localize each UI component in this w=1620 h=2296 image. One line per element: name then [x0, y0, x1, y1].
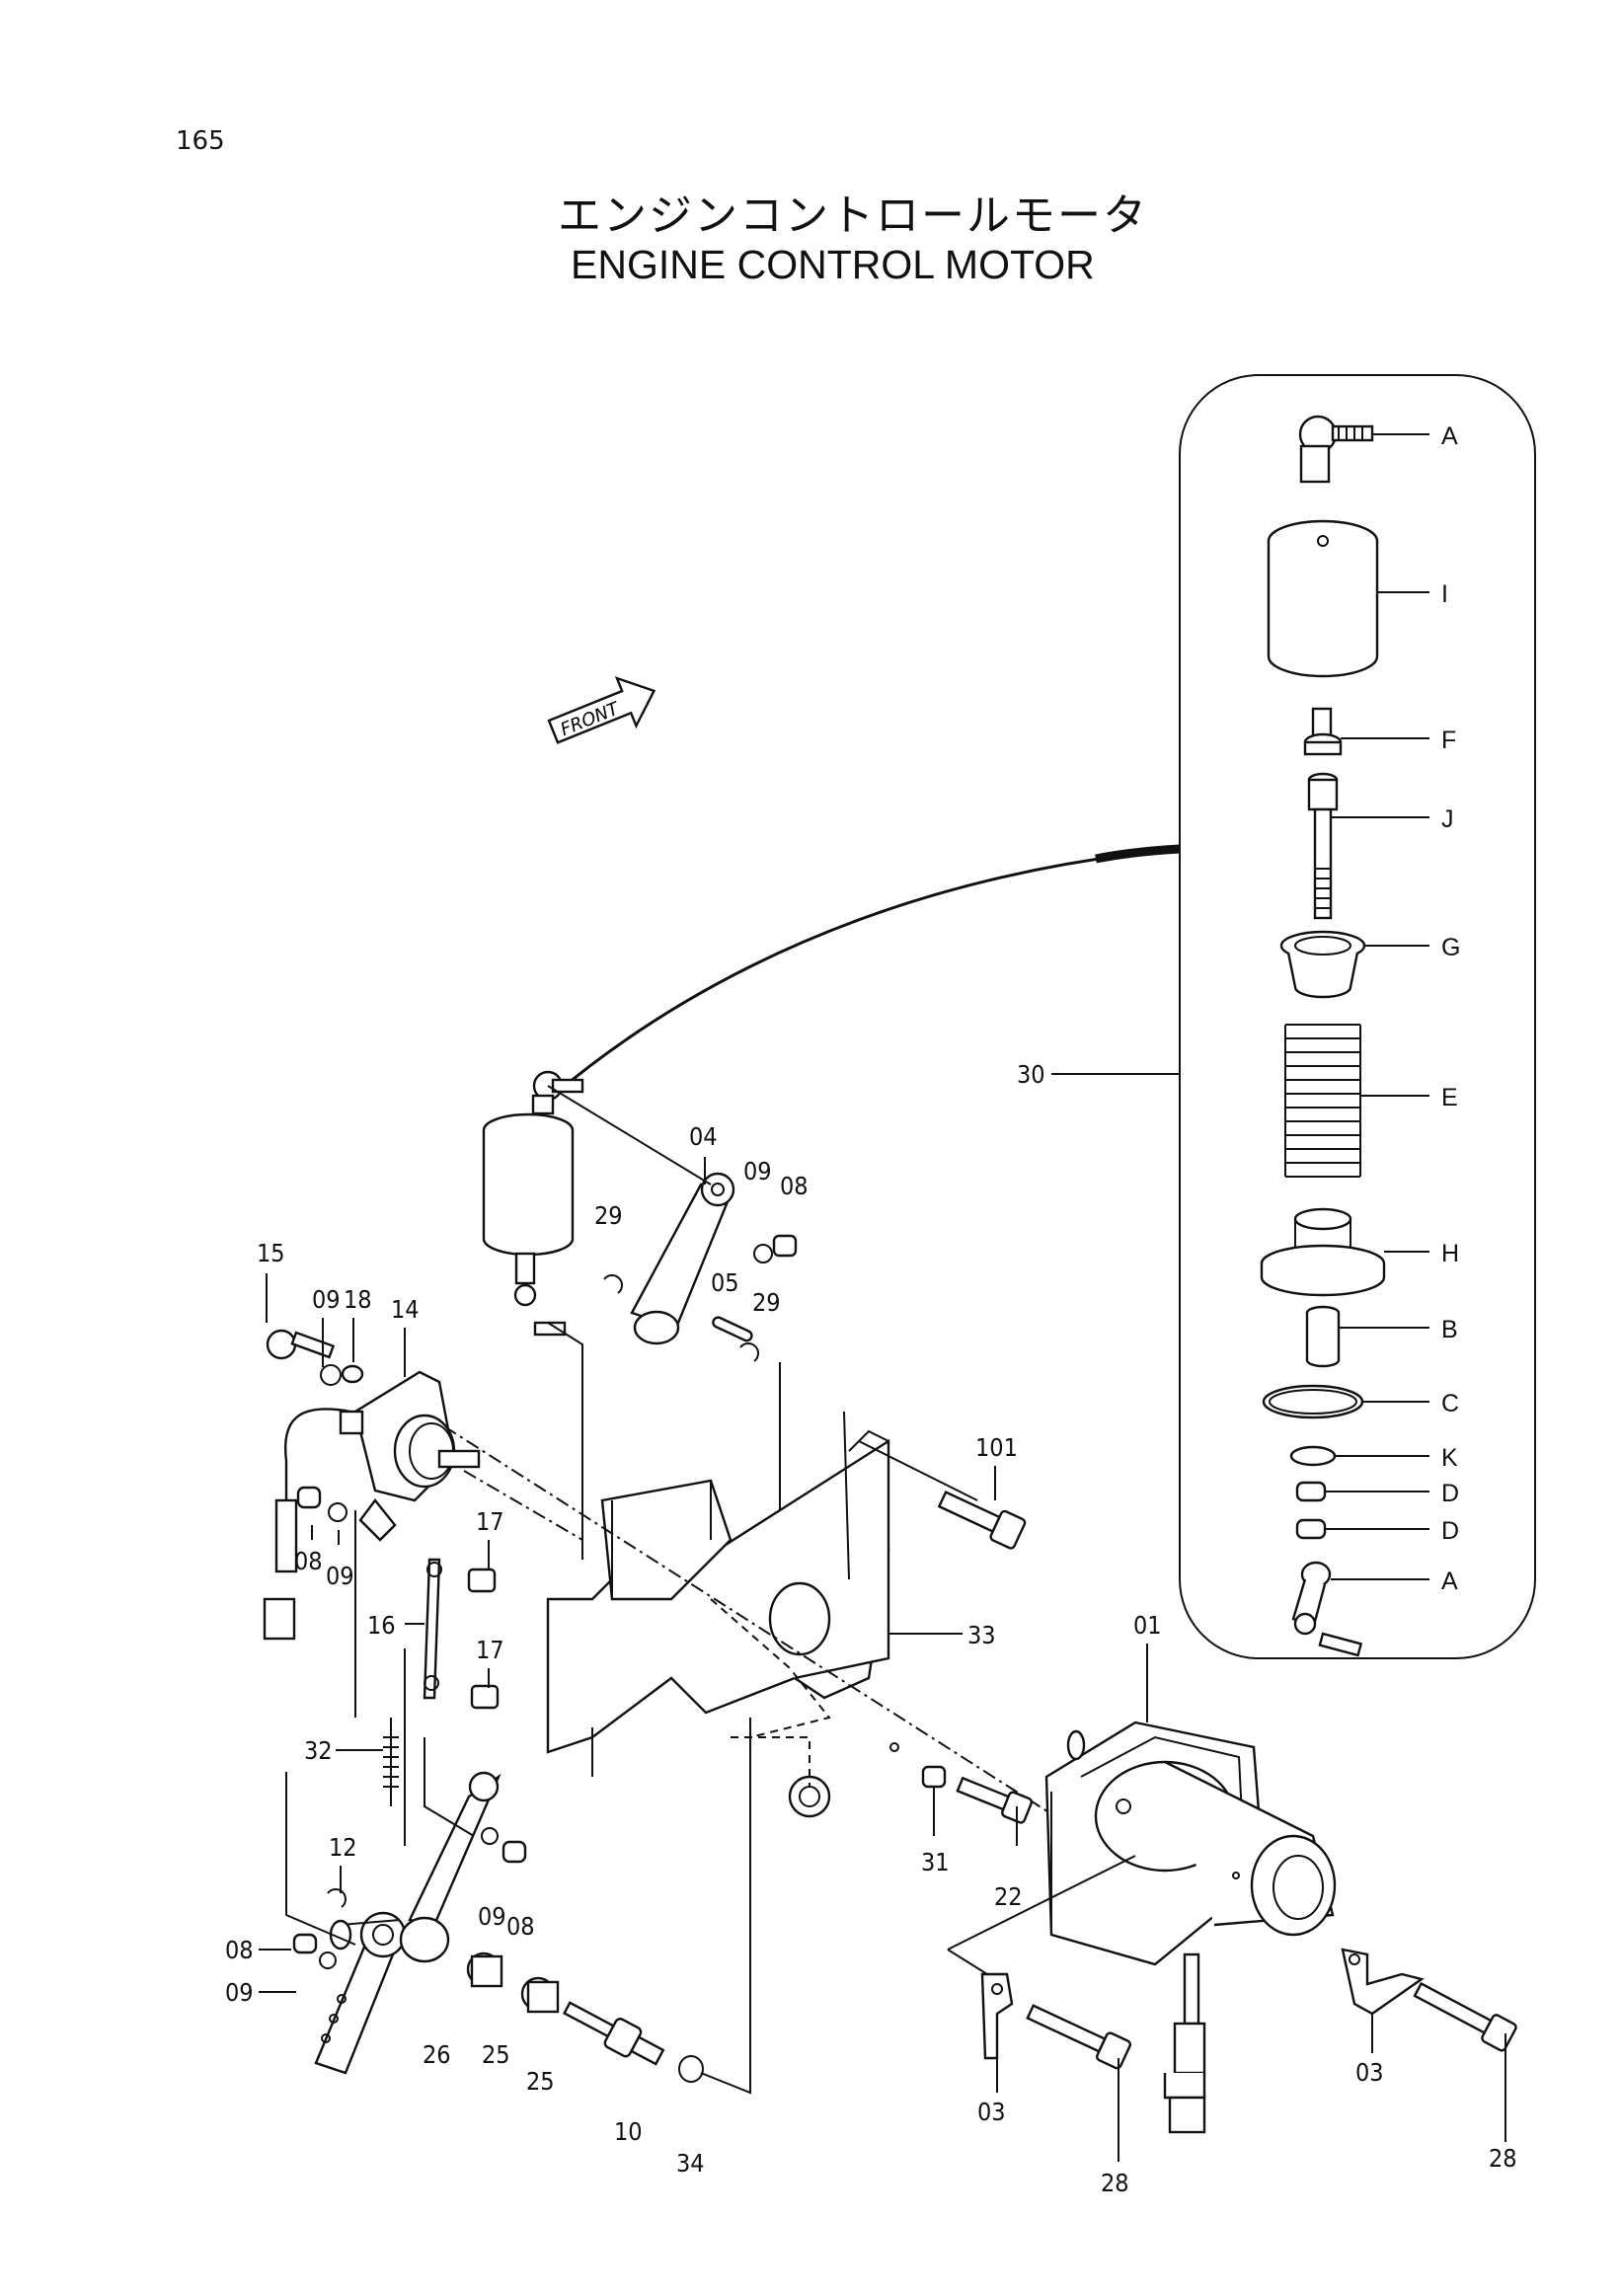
callout-17: 17 — [476, 1636, 504, 1664]
callout-j: J — [1441, 805, 1454, 833]
callout-09: 09 — [326, 1562, 354, 1590]
bracket-33-part — [546, 1411, 890, 1818]
callout-e: E — [1441, 1084, 1458, 1111]
callout-30: 30 — [1017, 1060, 1045, 1089]
assembly-30-frame — [1179, 374, 1536, 1659]
callout-25: 25 — [526, 2067, 555, 2096]
callout-25: 25 — [482, 2040, 510, 2069]
control-cable — [552, 847, 1181, 1098]
washer-k-part — [1289, 1445, 1337, 1467]
callout-01: 01 — [1133, 1611, 1162, 1640]
lever-26-part — [292, 1771, 527, 2075]
callout-09: 09 — [312, 1285, 341, 1314]
motor-14-part — [263, 1329, 481, 1641]
callout-a: A — [1441, 422, 1458, 450]
callout-d: D — [1441, 1517, 1459, 1545]
callout-i: I — [1441, 580, 1448, 608]
callout-03: 03 — [1355, 2058, 1384, 2087]
sleeve-b-part — [1305, 1305, 1341, 1368]
nut-31-part — [889, 1742, 947, 1789]
callout-101: 101 — [975, 1433, 1018, 1462]
callout-12: 12 — [329, 1833, 357, 1862]
callout-leaders — [259, 1157, 1506, 2162]
motor-01-part — [1044, 1721, 1337, 2134]
nut-f-part — [1303, 707, 1343, 756]
bolt-28-part — [1413, 1981, 1517, 2052]
callout-f: F — [1441, 727, 1456, 754]
callout-29: 29 — [752, 1288, 781, 1317]
callout-03: 03 — [977, 2098, 1006, 2126]
callout-09: 09 — [743, 1157, 772, 1186]
title-japanese: エンジンコントロールモータ — [558, 191, 1148, 241]
bolt-22-part — [956, 1776, 1034, 1824]
callout-29: 29 — [594, 1201, 623, 1230]
callout-c: C — [1441, 1390, 1459, 1417]
snap-ring-34-part — [678, 2055, 704, 2083]
plate-16-part — [423, 1558, 500, 1710]
nut-d-part — [1295, 1481, 1327, 1540]
callout-18: 18 — [344, 1285, 372, 1314]
callout-04: 04 — [689, 1122, 718, 1151]
pin-j-part — [1307, 772, 1339, 920]
page-number: 165 — [176, 126, 225, 156]
cable-actuator-part — [482, 1070, 584, 1337]
cover-part — [1267, 519, 1379, 678]
spacer-25-part — [466, 1952, 560, 2014]
bushing-g-part — [1279, 930, 1366, 999]
callout-15: 15 — [257, 1239, 285, 1267]
callout-31: 31 — [921, 1848, 950, 1876]
callout-08: 08 — [506, 1912, 535, 1941]
callout-28: 28 — [1489, 2144, 1517, 2173]
callout-05: 05 — [711, 1268, 739, 1297]
callout-g: G — [1441, 934, 1460, 961]
callout-32: 32 — [304, 1736, 333, 1765]
callout-h: H — [1441, 1240, 1459, 1267]
bolt-101-part — [937, 1491, 1027, 1550]
bracket-03-part — [1341, 1948, 1425, 2016]
callout-08: 08 — [225, 1936, 254, 1964]
callout-b: B — [1441, 1316, 1458, 1343]
snap-ring-c-part — [1262, 1384, 1364, 1419]
callout-08: 08 — [294, 1547, 323, 1575]
callout-33: 33 — [967, 1621, 996, 1649]
callout-d: D — [1441, 1480, 1459, 1507]
callout-17: 17 — [476, 1507, 504, 1536]
cup-h-part — [1260, 1207, 1386, 1297]
rod-end-part — [1298, 415, 1374, 484]
assembly-leaders — [1325, 433, 1429, 1580]
callout-26: 26 — [423, 2040, 451, 2069]
callout-16: 16 — [367, 1611, 396, 1640]
callout-14: 14 — [391, 1295, 420, 1324]
front-arrow-icon: FRONT — [547, 676, 656, 744]
bolt-10-part — [563, 2001, 665, 2066]
rod-end-part — [1291, 1561, 1363, 1657]
callout-09: 09 — [478, 1902, 506, 1931]
title-english: ENGINE CONTROL MOTOR — [571, 242, 1095, 287]
callout-k: K — [1441, 1444, 1458, 1472]
callout-a: A — [1441, 1568, 1458, 1595]
spring-e-part — [1284, 1024, 1361, 1178]
lever-04-part — [603, 1172, 798, 1362]
callout-10: 10 — [614, 2117, 643, 2146]
bracket-03-part — [980, 1972, 1014, 2060]
callout-08: 08 — [780, 1172, 809, 1200]
callout-09: 09 — [225, 1978, 254, 2007]
callout-28: 28 — [1101, 2169, 1129, 2197]
callout-22: 22 — [994, 1882, 1023, 1911]
callout-34: 34 — [676, 2149, 705, 2178]
spring-32-part — [383, 1718, 399, 1806]
bolt-28-part — [1026, 2004, 1132, 2070]
